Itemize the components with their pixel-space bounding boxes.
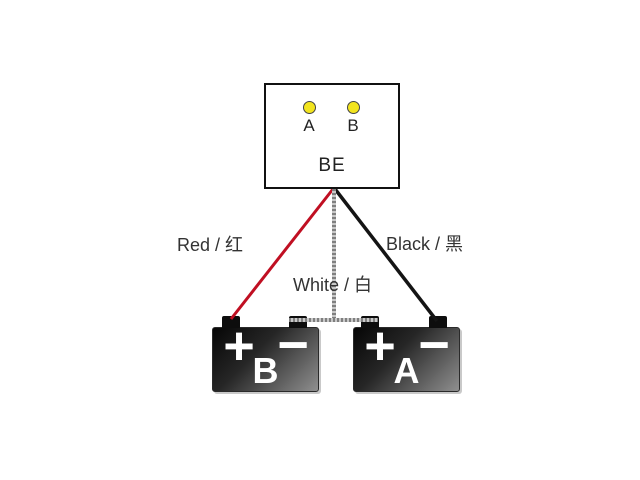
red-wire bbox=[229, 188, 335, 320]
battery-a-positive-terminal bbox=[361, 316, 379, 328]
led-b-label: B bbox=[347, 116, 359, 135]
be-device-box: A B BE bbox=[264, 83, 400, 189]
battery-b: + − B bbox=[212, 318, 319, 392]
red-wire-label: Red / 红 bbox=[177, 235, 244, 255]
battery-a: + − A bbox=[353, 318, 460, 392]
battery-b-label: B bbox=[252, 350, 279, 391]
battery-a-negative-terminal bbox=[429, 316, 447, 328]
battery-b-positive-terminal bbox=[222, 316, 240, 328]
battery-b-negative-terminal bbox=[289, 316, 307, 328]
led-indicator-b bbox=[347, 101, 360, 114]
led-a-label: A bbox=[303, 116, 315, 135]
led-indicator-a bbox=[303, 101, 316, 114]
battery-a-label: A bbox=[393, 350, 420, 391]
be-device-label: BE bbox=[318, 155, 346, 176]
black-wire-label: Black / 黑 bbox=[386, 234, 464, 254]
white-wire-label: White / 白 bbox=[293, 275, 373, 295]
